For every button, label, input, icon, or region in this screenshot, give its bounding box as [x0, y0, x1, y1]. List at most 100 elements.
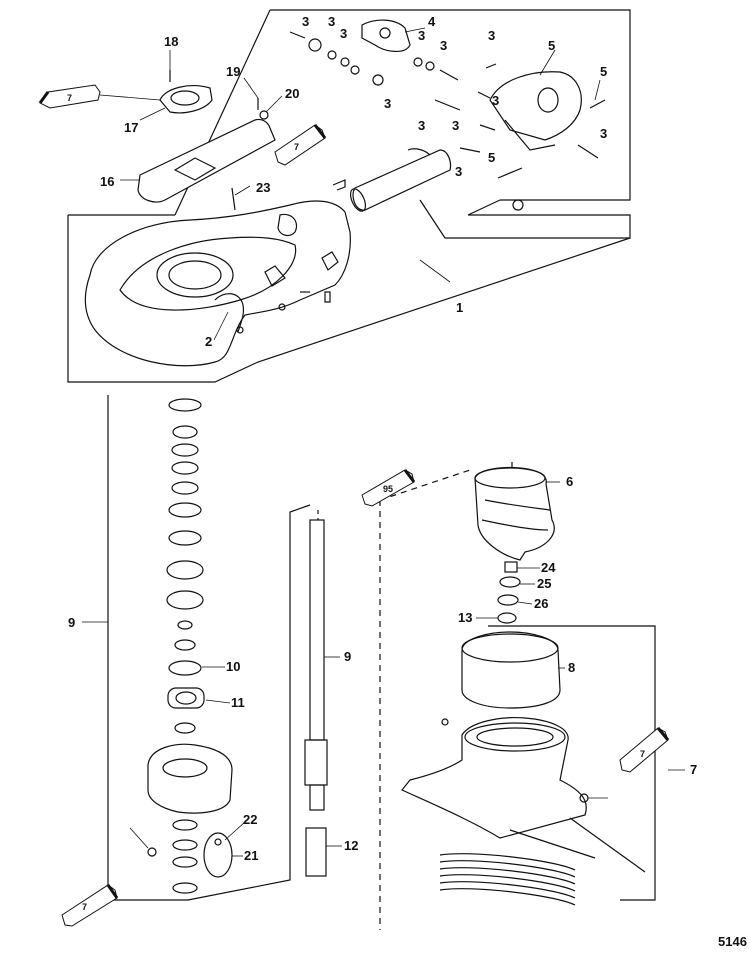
callout-3-c: 3 — [340, 26, 347, 41]
sealant-tubes: 7 7 95 7 7 — [38, 84, 670, 927]
impeller-vane-a — [484, 499, 551, 511]
nozzle-bore — [476, 727, 554, 747]
bushing-d — [459, 147, 481, 153]
callout-3-i: 3 — [452, 118, 459, 133]
seal-e — [172, 882, 198, 894]
pin-a — [439, 69, 459, 81]
rod-a — [509, 829, 596, 859]
small-screw — [324, 291, 331, 303]
wear-ring-top — [461, 633, 559, 663]
bushing-c — [479, 124, 496, 131]
nozzle-body — [401, 717, 587, 839]
screw-b — [589, 99, 606, 109]
seal-a — [172, 425, 198, 439]
washer-e — [413, 57, 423, 67]
callout-7: 7 — [690, 762, 697, 777]
callout-4: 4 — [428, 14, 436, 29]
nut-a — [308, 38, 322, 52]
plate-19 — [203, 832, 233, 878]
o-ring-e — [172, 856, 198, 868]
bushing-a — [434, 99, 461, 111]
callout-15: 17 — [124, 120, 138, 135]
spacer-b — [174, 639, 196, 651]
callout-labels: 18 19 20 17 16 23 1 2 3 3 3 3 3 3 3 3 3 … — [68, 14, 747, 949]
bracket-leg — [504, 119, 556, 151]
callout-5-c: 5 — [488, 150, 495, 165]
grate-bars — [439, 853, 576, 906]
o-ring-d — [172, 839, 198, 851]
impeller-ring — [474, 467, 546, 489]
wear-ring-8 — [461, 631, 561, 709]
svg-text:7: 7 — [294, 142, 299, 152]
callout-1: 1 — [456, 300, 463, 315]
callout-11: 11 — [231, 695, 245, 710]
callout-3-l: 3 — [492, 93, 499, 108]
adaptor-bore — [170, 90, 200, 106]
small-nut — [278, 303, 286, 311]
callout-16: 18 — [164, 34, 178, 49]
callout-2: 2 — [205, 334, 212, 349]
callout-3-d: 3 — [418, 28, 425, 43]
bushing-b — [477, 91, 491, 99]
seal-c — [171, 461, 199, 475]
intake-adaptor-15 — [159, 85, 213, 114]
callout-3-b: 3 — [328, 14, 335, 29]
callout-3-e: 3 — [440, 38, 447, 53]
sleeve-12 — [305, 827, 327, 877]
callout-3-h: 3 — [418, 118, 425, 133]
callout-3-g: 3 — [384, 96, 391, 111]
ride-plate-14 — [137, 118, 276, 203]
washer-23 — [499, 576, 521, 588]
screw-20 — [214, 838, 222, 846]
bearing-a — [166, 560, 204, 580]
ring-small — [174, 722, 196, 734]
tube-center: 95 — [361, 469, 416, 507]
nozzle-flange — [464, 722, 566, 752]
callout-3-j: 3 — [455, 164, 462, 179]
impeller-vane-b — [481, 519, 549, 531]
callout-3-a: 3 — [302, 14, 309, 29]
pin-b — [577, 144, 599, 159]
callout-19: 21 — [244, 848, 258, 863]
callout-24: 26 — [534, 596, 548, 611]
spacer-a — [177, 620, 193, 630]
spring — [497, 167, 523, 179]
svg-text:7: 7 — [67, 93, 72, 103]
hose-fitting — [236, 326, 244, 334]
tube-top-left: 7 — [38, 84, 101, 109]
coupler-10 — [168, 660, 202, 676]
svg-text:7: 7 — [82, 902, 87, 912]
tube-top-mid: 7 — [274, 124, 327, 166]
callout-20: 22 — [243, 812, 257, 827]
washer-a — [327, 50, 337, 60]
housing-bore — [162, 758, 208, 778]
callout-21: 23 — [256, 180, 270, 195]
bearing-housing-border — [107, 395, 311, 901]
fitting-26 — [147, 847, 157, 857]
dashed-guide-b — [379, 469, 471, 501]
washer-f — [425, 61, 435, 71]
callout-23: 25 — [537, 576, 551, 591]
callout-9-b: 9 — [344, 649, 351, 664]
nozzle-group-border — [488, 625, 656, 901]
callout-22: 24 — [541, 560, 556, 575]
housing-intake-bore — [168, 260, 222, 290]
plate-opening — [173, 157, 217, 181]
bearing-housing-body — [147, 743, 233, 814]
callout-18: 20 — [285, 86, 299, 101]
nut-13 — [497, 612, 517, 624]
callout-17: 19 — [226, 64, 240, 79]
leader-lines — [82, 27, 685, 857]
washer-d — [372, 74, 384, 86]
callout-13: 13 — [458, 610, 472, 625]
callout-6: 6 — [566, 474, 573, 489]
washer-c — [350, 65, 360, 75]
callout-14: 16 — [100, 174, 114, 189]
pump-housing-inner — [119, 236, 297, 311]
arm-hole — [379, 27, 391, 39]
seal-b — [171, 443, 199, 457]
nozzle-sleeve — [352, 149, 452, 211]
nut-22 — [504, 561, 518, 573]
mount-tab — [264, 265, 286, 287]
